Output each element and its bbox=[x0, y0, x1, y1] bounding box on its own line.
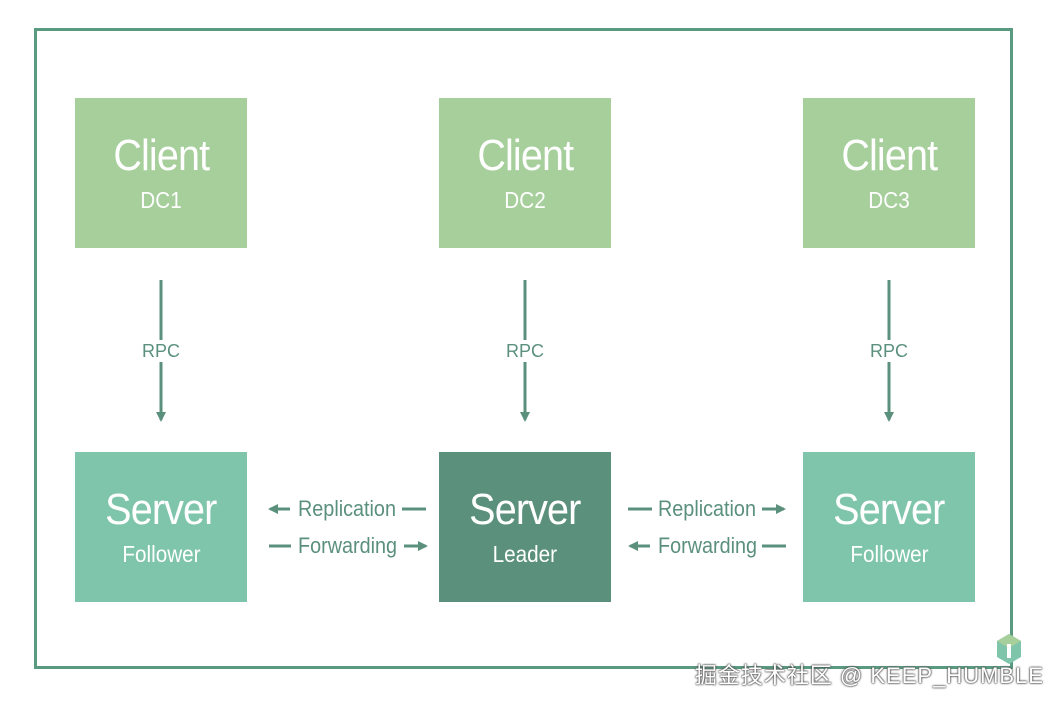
server-follower-left-role: Follower bbox=[121, 541, 201, 567]
server-follower-right-role: Follower bbox=[849, 541, 929, 567]
client-dc2-node: Client DC2 bbox=[439, 98, 611, 248]
rpc-label-dc1: RPC bbox=[141, 340, 181, 362]
server-leader-role: Leader bbox=[492, 541, 558, 567]
client-dc2-subtitle: DC2 bbox=[504, 187, 546, 213]
diagram-frame bbox=[34, 28, 1013, 669]
server-leader-node: Server Leader bbox=[439, 452, 611, 602]
client-dc3-subtitle: DC3 bbox=[868, 187, 910, 213]
rpc-label-dc3: RPC bbox=[869, 340, 909, 362]
client-dc1-subtitle: DC1 bbox=[140, 187, 182, 213]
server-leader-title: Server bbox=[469, 485, 581, 534]
left-forwarding-label: Forwarding bbox=[298, 533, 398, 558]
juejin-logo-icon bbox=[997, 634, 1021, 664]
client-dc1-node: Client DC1 bbox=[75, 98, 247, 248]
right-replication-label: Replication bbox=[658, 496, 756, 521]
client-dc2-title: Client bbox=[477, 131, 574, 180]
client-dc1-title: Client bbox=[113, 131, 210, 180]
left-replication-label: Replication bbox=[298, 496, 396, 521]
server-follower-right-title: Server bbox=[833, 485, 945, 534]
client-dc3-title: Client bbox=[841, 131, 938, 180]
server-follower-left-title: Server bbox=[105, 485, 217, 534]
watermark-text: 掘金技术社区 @ KEEP_HUMBLE bbox=[694, 663, 1044, 688]
right-forwarding-label: Forwarding bbox=[658, 533, 758, 558]
server-follower-right-node: Server Follower bbox=[803, 452, 975, 602]
client-dc3-node: Client DC3 bbox=[803, 98, 975, 248]
rpc-label-dc2: RPC bbox=[505, 340, 545, 362]
server-follower-left-node: Server Follower bbox=[75, 452, 247, 602]
